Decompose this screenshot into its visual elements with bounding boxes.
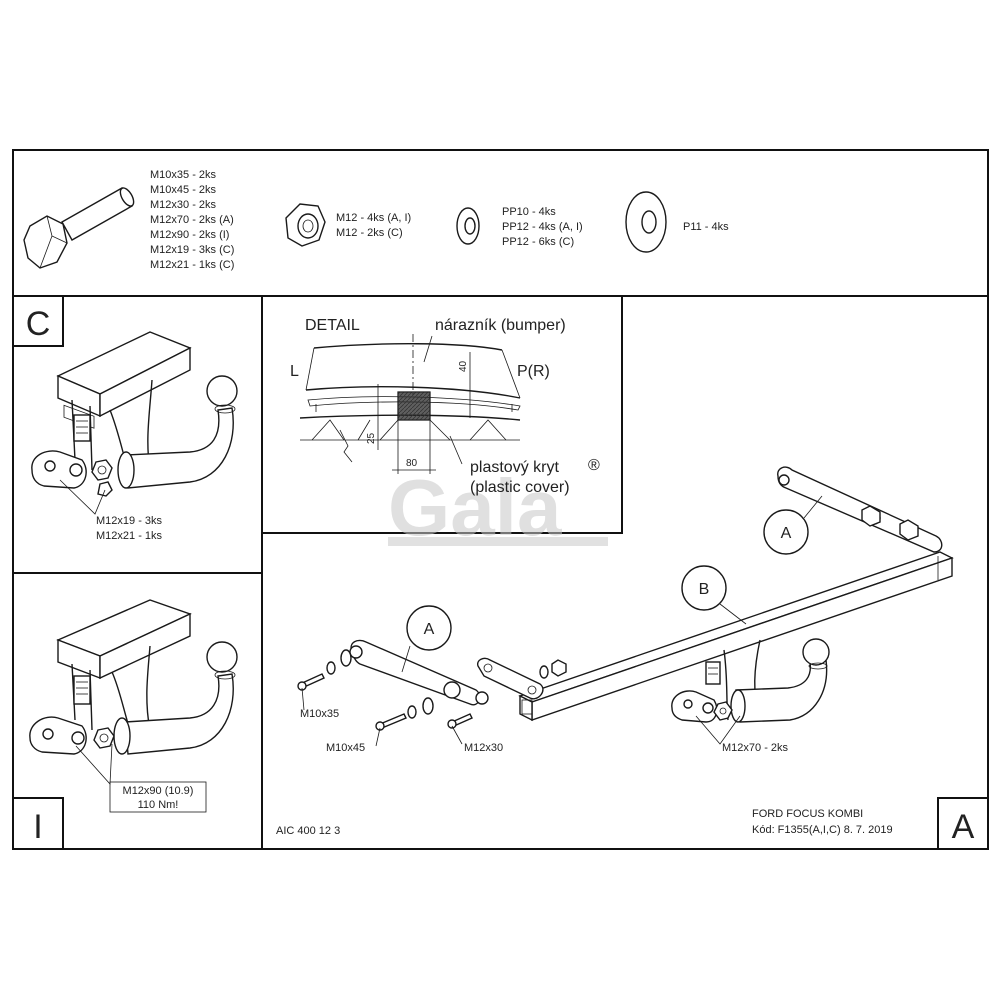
main-bolt-m12x30: M12x30 — [464, 742, 503, 754]
bolt-list-4: M12x90 - 2ks (I) — [150, 229, 229, 241]
panel-i-letter: I — [33, 808, 42, 846]
main-bolt-m12x70: M12x70 - 2ks — [722, 742, 789, 754]
callout-a-right-label: A — [781, 525, 792, 542]
detail-panel: DETAIL nárazník (bumper) L P(R) 40 25 80 — [290, 317, 608, 552]
panel-c: C M12 — [12, 295, 238, 542]
main-bolt-m10x45: M10x45 — [326, 742, 365, 754]
panel-c-label-1: M12x21 - 1ks — [96, 530, 163, 542]
cross-beam — [518, 551, 954, 722]
towbar-i-illustration — [29, 599, 238, 755]
detail-reg-mark: ® — [588, 457, 600, 474]
main-bolt-m10x35: M10x35 — [300, 708, 339, 720]
panel-c-letter: C — [26, 305, 51, 343]
main-assembly: A B A M10x35 M10x45 M12x30 M12x70 - 2ks … — [276, 466, 989, 850]
drawing-code: AIC 400 12 3 — [276, 825, 340, 837]
detail-left: L — [290, 363, 299, 380]
washer-list-2: PP12 - 6ks (C) — [502, 236, 574, 248]
panel-c-label-0: M12x19 - 3ks — [96, 515, 163, 527]
parts-row: M10x35 - 2ks M10x45 - 2ks M12x30 - 2ks M… — [23, 169, 729, 271]
nut-list-0: M12 - 4ks (A, I) — [336, 212, 411, 224]
bolt-list-1: M10x45 - 2ks — [150, 184, 217, 196]
detail-cover: plastový kryt — [470, 459, 559, 476]
bolt-list-3: M12x70 - 2ks (A) — [150, 214, 234, 226]
panel-i: I M12x90 (10.9) 110 Nm! — [12, 599, 238, 850]
detail-right: P(R) — [517, 363, 550, 380]
detail-dim-80: 80 — [406, 458, 418, 469]
panel-i-label-1: 110 Nm! — [138, 799, 179, 811]
large-washer-icon — [625, 191, 667, 253]
callout-a-left: A — [401, 605, 452, 673]
callout-a-right: A — [763, 495, 823, 555]
fasteners-left — [297, 649, 567, 731]
bolt-icon — [23, 187, 135, 269]
callout-a-left-label: A — [424, 621, 435, 638]
bolt-list-0: M10x35 - 2ks — [150, 169, 217, 181]
detail-bumper: nárazník (bumper) — [435, 317, 566, 334]
kod-line: Kód: F1355(A,I,C) 8. 7. 2019 — [752, 824, 893, 836]
washer-list-0: PP10 - 4ks — [502, 206, 556, 218]
towbar-c-illustration — [31, 331, 238, 497]
detail-cover-en: (plastic cover) — [470, 479, 570, 496]
bolt-list-5: M12x19 - 3ks (C) — [150, 244, 234, 256]
drawing-frame — [12, 149, 989, 850]
nut-icon — [285, 203, 326, 247]
vehicle-name: FORD FOCUS KOMBI — [752, 808, 863, 820]
detail-dim-25: 25 — [366, 432, 377, 444]
side-bracket-right — [777, 466, 943, 553]
detail-dim-40: 40 — [458, 360, 469, 372]
large-washer-list-0: P11 - 4ks — [683, 221, 729, 233]
nut-list-1: M12 - 2ks (C) — [336, 227, 403, 239]
bolt-list-6: M12x21 - 1ks (C) — [150, 259, 234, 271]
main-panel-letter: A — [952, 808, 975, 846]
panel-i-label-0: M12x90 (10.9) — [123, 785, 194, 797]
callout-b-label: B — [699, 581, 710, 598]
towball-assembly — [671, 638, 830, 723]
detail-title: DETAIL — [305, 317, 360, 334]
side-bracket-left — [349, 639, 544, 706]
bolt-list-2: M12x30 - 2ks — [150, 199, 217, 211]
washer-list-1: PP12 - 4ks (A, I) — [502, 221, 583, 233]
washer-icon — [456, 207, 480, 245]
callout-b: B — [681, 565, 747, 625]
